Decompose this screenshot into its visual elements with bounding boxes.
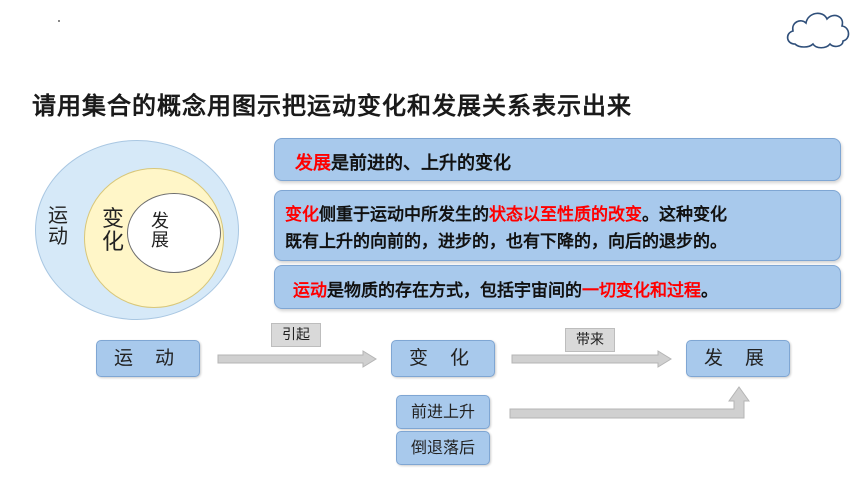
highlight-phrase: 状态以至性质的改变 [489,205,642,225]
label-yinqi: 引起 [271,323,321,347]
cloud-icon [786,12,850,49]
node-fazhan: 发 展 [686,340,790,377]
label-dailai: 带来 [565,328,615,352]
page-title: 请用集合的概念用图示把运动变化和发展关系表示出来 [32,92,632,120]
highlight-term: 运动 [293,281,327,301]
arrow-yundong-to-bianhua [217,350,377,368]
venn-outer-label: 运动 [48,203,68,248]
venn-inner-circle [127,193,221,273]
node-qianjin-shangsheng: 前进上升 [396,395,490,429]
highlight-phrase: 一切变化和过程 [582,281,701,301]
definition-box-yundong: 运动是物质的存在方式，包括宇宙间的一切变化和过程。 [274,265,841,309]
node-yundong: 运 动 [96,340,200,377]
node-bianhua: 变 化 [391,340,495,377]
dot-mark [58,20,60,22]
arrow-qianjin-to-fazhan [509,386,750,419]
definition-text: 是前进的、上升的变化 [331,153,511,174]
venn-middle-label: 变化 [101,207,124,256]
definition-text: 是物质的存在方式，包括宇宙间的 [327,281,582,301]
definition-text: 侧重于运动中所发生的 [319,205,489,225]
highlight-term: 变化 [285,205,319,225]
node-daotui-luohou: 倒退落后 [396,431,490,465]
highlight-term: 发展 [295,153,331,174]
definition-text-line2: 既有上升的向前的，进步的，也有下降的，向后的退步的。 [285,232,727,252]
arrow-bianhua-to-fazhan [511,350,672,368]
definition-box-fazhan: 发展是前进的、上升的变化 [274,138,841,181]
definition-text: 。 [701,281,718,301]
venn-inner-label: 发展 [151,211,169,251]
definition-box-bianhua: 变化侧重于运动中所发生的状态以至性质的改变。这种变化 既有上升的向前的，进步的，… [274,190,841,261]
definition-text: 。这种变化 [642,205,727,225]
